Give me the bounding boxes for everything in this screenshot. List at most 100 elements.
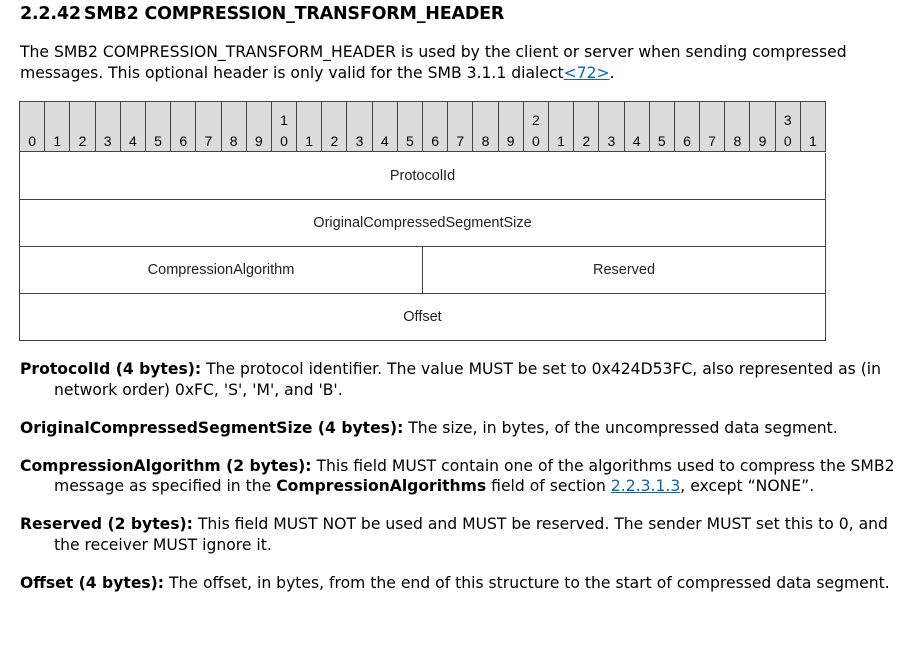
bit-ones-label: 9 [758, 133, 767, 149]
bit-ones-label: 5 [154, 133, 162, 149]
bit-ones-label: 2 [582, 133, 591, 149]
bit-ones-label: 5 [657, 133, 666, 149]
bit-ones-label: 1 [557, 133, 565, 149]
field-cell-compressionalgorithm: CompressionAlgorithm [20, 247, 423, 294]
bit-ones-label: 6 [179, 133, 188, 149]
section-title: SMB2 COMPRESSION_TRANSFORM_HEADER [83, 4, 505, 24]
bit-ones-label: 0 [28, 133, 36, 149]
bit-ones-label: 2 [330, 133, 339, 149]
bit-cell: 4 [372, 102, 398, 152]
bit-cell: 9 [498, 102, 524, 152]
bit-cell: 8 [725, 102, 751, 152]
bit-ones-label: 7 [708, 133, 717, 149]
field-text: This field MUST contain one of the algor… [54, 456, 895, 496]
field-cell-originalcompressedsegmentsize: OriginalCompressedSegmentSize [20, 200, 826, 247]
bit-ones-label: 8 [229, 133, 238, 149]
bit-cell: 8 [221, 102, 247, 152]
bit-ones-label: 4 [380, 133, 389, 149]
bit-cell: 1 [800, 102, 826, 152]
intro-text: The SMB2 COMPRESSION_TRANSFORM_HEADER is… [20, 43, 847, 82]
bit-cell: 6 [171, 102, 197, 152]
bit-ones-label: 3 [103, 133, 112, 149]
bit-ones-label: 7 [456, 133, 465, 149]
bit-cell: 3 [347, 102, 373, 152]
bit-cell: 3 [95, 102, 121, 152]
bit-cell: 3 [599, 102, 625, 152]
bit-cell: 7 [448, 102, 474, 152]
bit-ones-label: 9 [254, 133, 263, 149]
field-name: ProtocolId (4 bytes): [20, 360, 202, 378]
bit-ones-label: 3 [355, 133, 364, 149]
bit-ones-label: 0 [280, 133, 288, 149]
section-link[interactable]: 2.2.3.1.3 [610, 477, 681, 495]
bit-cell: 6 [674, 102, 701, 152]
field-cell-reserved: Reserved [423, 247, 826, 294]
bit-cell: 1 [45, 102, 71, 152]
bit-ones-label: 1 [305, 133, 314, 149]
field-name: OriginalCompressedSegmentSize (4 bytes): [20, 418, 404, 437]
bit-ones-label: 4 [632, 133, 641, 149]
field-description: CompressionAlgorithm (2 bytes): This fie… [20, 456, 900, 497]
section-number: 2.2.42 [20, 4, 81, 24]
field-description: ProtocolId (4 bytes): The protocol ident… [20, 359, 900, 400]
field-cell-offset: Offset [20, 294, 826, 341]
bit-tens-label: 1 [280, 112, 288, 128]
field-description: Reserved (2 bytes): This field MUST NOT … [20, 514, 900, 555]
bit-cell: 5 [145, 102, 172, 152]
field-name: Offset (4 bytes): [20, 573, 165, 592]
field-text: The offset, in bytes, from the end of th… [164, 573, 890, 592]
bit-ones-label: 3 [607, 133, 616, 149]
bit-cell: 0 [20, 102, 46, 152]
field-description: OriginalCompressedSegmentSize (4 bytes):… [20, 418, 900, 439]
bit-ones-label: 4 [128, 133, 137, 149]
field-name: CompressionAlgorithm (2 bytes): [20, 456, 312, 475]
field-reference: CompressionAlgorithms [276, 477, 487, 495]
bit-ones-label: 6 [683, 133, 691, 149]
bit-ones-label: 1 [53, 133, 62, 149]
footnote-link[interactable]: <72> [563, 63, 610, 82]
bit-ones-label: 0 [531, 133, 540, 149]
bit-tens-label: 2 [531, 112, 540, 128]
field-text: field of section [486, 477, 611, 495]
bit-cell: 9 [246, 102, 272, 152]
field-text: The size, in bytes, of the uncompressed … [403, 418, 838, 437]
bit-ones-label: 8 [481, 133, 490, 149]
bit-cell: 1 [297, 102, 323, 152]
bit-cell: 6 [423, 102, 449, 152]
diagram-row: OriginalCompressedSegmentSize [19, 200, 826, 247]
bit-ones-label: 7 [204, 133, 213, 149]
bit-cell: 2 [322, 102, 348, 152]
bit-cell: 2 [574, 102, 600, 152]
bit-ones-label: 2 [78, 133, 87, 149]
bit-cell: 1 [548, 102, 575, 152]
intro-paragraph: The SMB2 COMPRESSION_TRANSFORM_HEADER is… [20, 42, 900, 83]
field-text: , except “NONE”. [680, 477, 815, 495]
field-description: Offset (4 bytes): The offset, in bytes, … [20, 573, 900, 594]
field-cell-protocolid: ProtocolId [20, 153, 826, 200]
bit-tens-label: 3 [783, 112, 792, 128]
field-descriptions: ProtocolId (4 bytes): The protocol ident… [20, 359, 900, 611]
bit-ones-label: 9 [506, 133, 515, 149]
bit-ones-label: 6 [431, 133, 439, 149]
diagram-row: CompressionAlgorithm Reserved [19, 247, 826, 294]
bit-cell: 5 [649, 102, 675, 152]
bit-ones-label: 0 [783, 133, 792, 149]
field-name: Reserved (2 bytes): [20, 515, 193, 533]
bit-cell: 8 [473, 102, 499, 152]
bit-cell: 7 [700, 102, 726, 152]
bit-cell: 4 [120, 102, 146, 152]
bit-cell: 5 [397, 102, 423, 152]
bit-cell: 2 [70, 102, 96, 152]
bit-ones-label: 5 [406, 133, 414, 149]
bit-cell: 7 [196, 102, 222, 152]
intro-end: . [609, 63, 615, 82]
bit-ones-label: 1 [809, 133, 817, 149]
bit-ones-label: 8 [733, 133, 742, 149]
bit-cell: 4 [624, 102, 650, 152]
